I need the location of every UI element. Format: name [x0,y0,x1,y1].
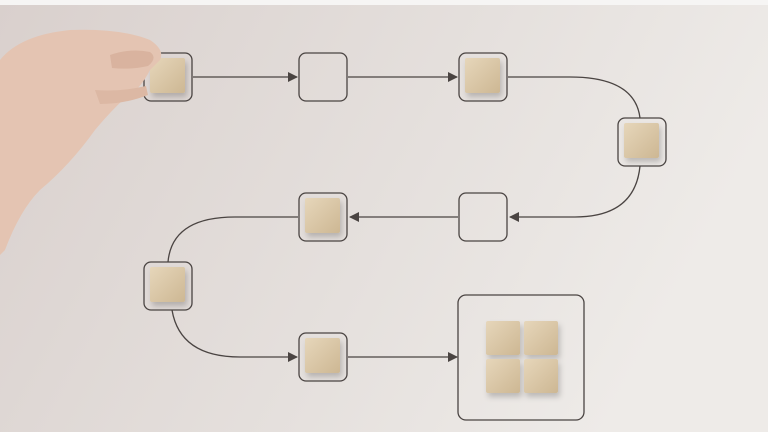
wooden-block [465,58,500,93]
step-frame [458,52,508,102]
step-frame [458,192,508,242]
flow-step [617,117,667,167]
final-frame [457,294,585,421]
flow-step [298,332,348,382]
top-strip [0,0,768,5]
flow-step [298,52,348,102]
wooden-block [150,267,185,302]
flow-step [458,52,508,102]
step-frame [298,332,348,382]
connectors [167,72,641,362]
wooden-block [624,123,659,158]
wooden-block [305,338,340,373]
step-frame [617,117,667,167]
step-frame [298,52,348,102]
final-block [524,359,558,393]
flow-step [458,192,508,242]
wooden-block [305,198,340,233]
final-step [457,294,585,421]
step-frame [143,261,193,311]
wooden-block [150,58,185,93]
hand [0,29,162,256]
final-block [486,321,520,355]
flow-step [298,192,348,242]
final-block [486,359,520,393]
flow-step [143,261,193,311]
step-frame [298,192,348,242]
final-block [524,321,558,355]
